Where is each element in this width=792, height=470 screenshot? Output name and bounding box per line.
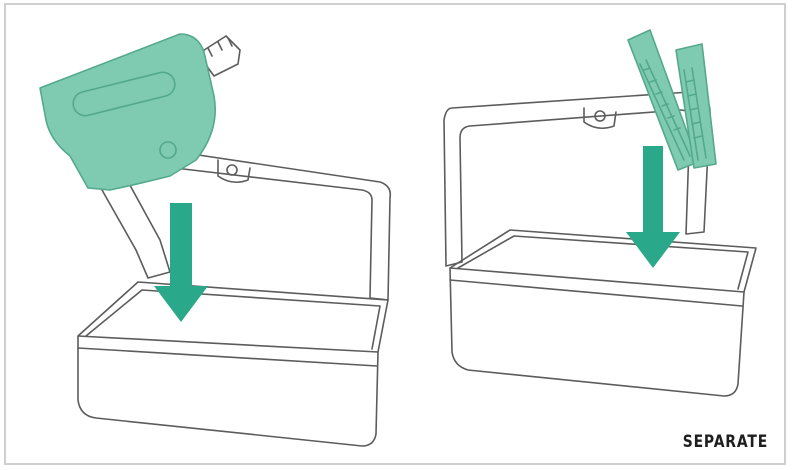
step-caption: SEPARATE [682, 432, 768, 452]
down-arrow-icon [626, 146, 680, 268]
right-test-strips [627, 29, 717, 171]
down-arrow-icon [154, 203, 208, 322]
right-open-box [443, 91, 757, 397]
left-open-box [77, 149, 392, 447]
left-stick-device [39, 33, 241, 279]
